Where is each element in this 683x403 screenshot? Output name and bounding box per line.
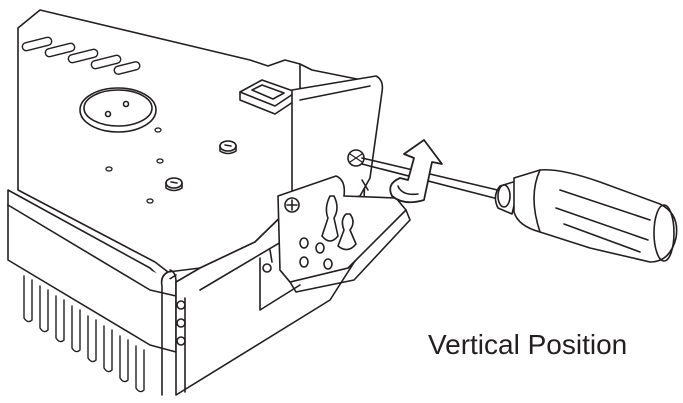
top-vent-slots [21,36,141,75]
side-holes [176,263,272,346]
screwdriver [361,157,678,263]
front-vent-slots [23,275,145,393]
orientation-caption: Vertical Position [428,329,628,360]
rotation-arrow [389,139,443,204]
mounting-bracket [277,75,411,293]
plate-screws [165,140,237,192]
center-disc [79,87,157,133]
plate-holes [105,127,164,204]
